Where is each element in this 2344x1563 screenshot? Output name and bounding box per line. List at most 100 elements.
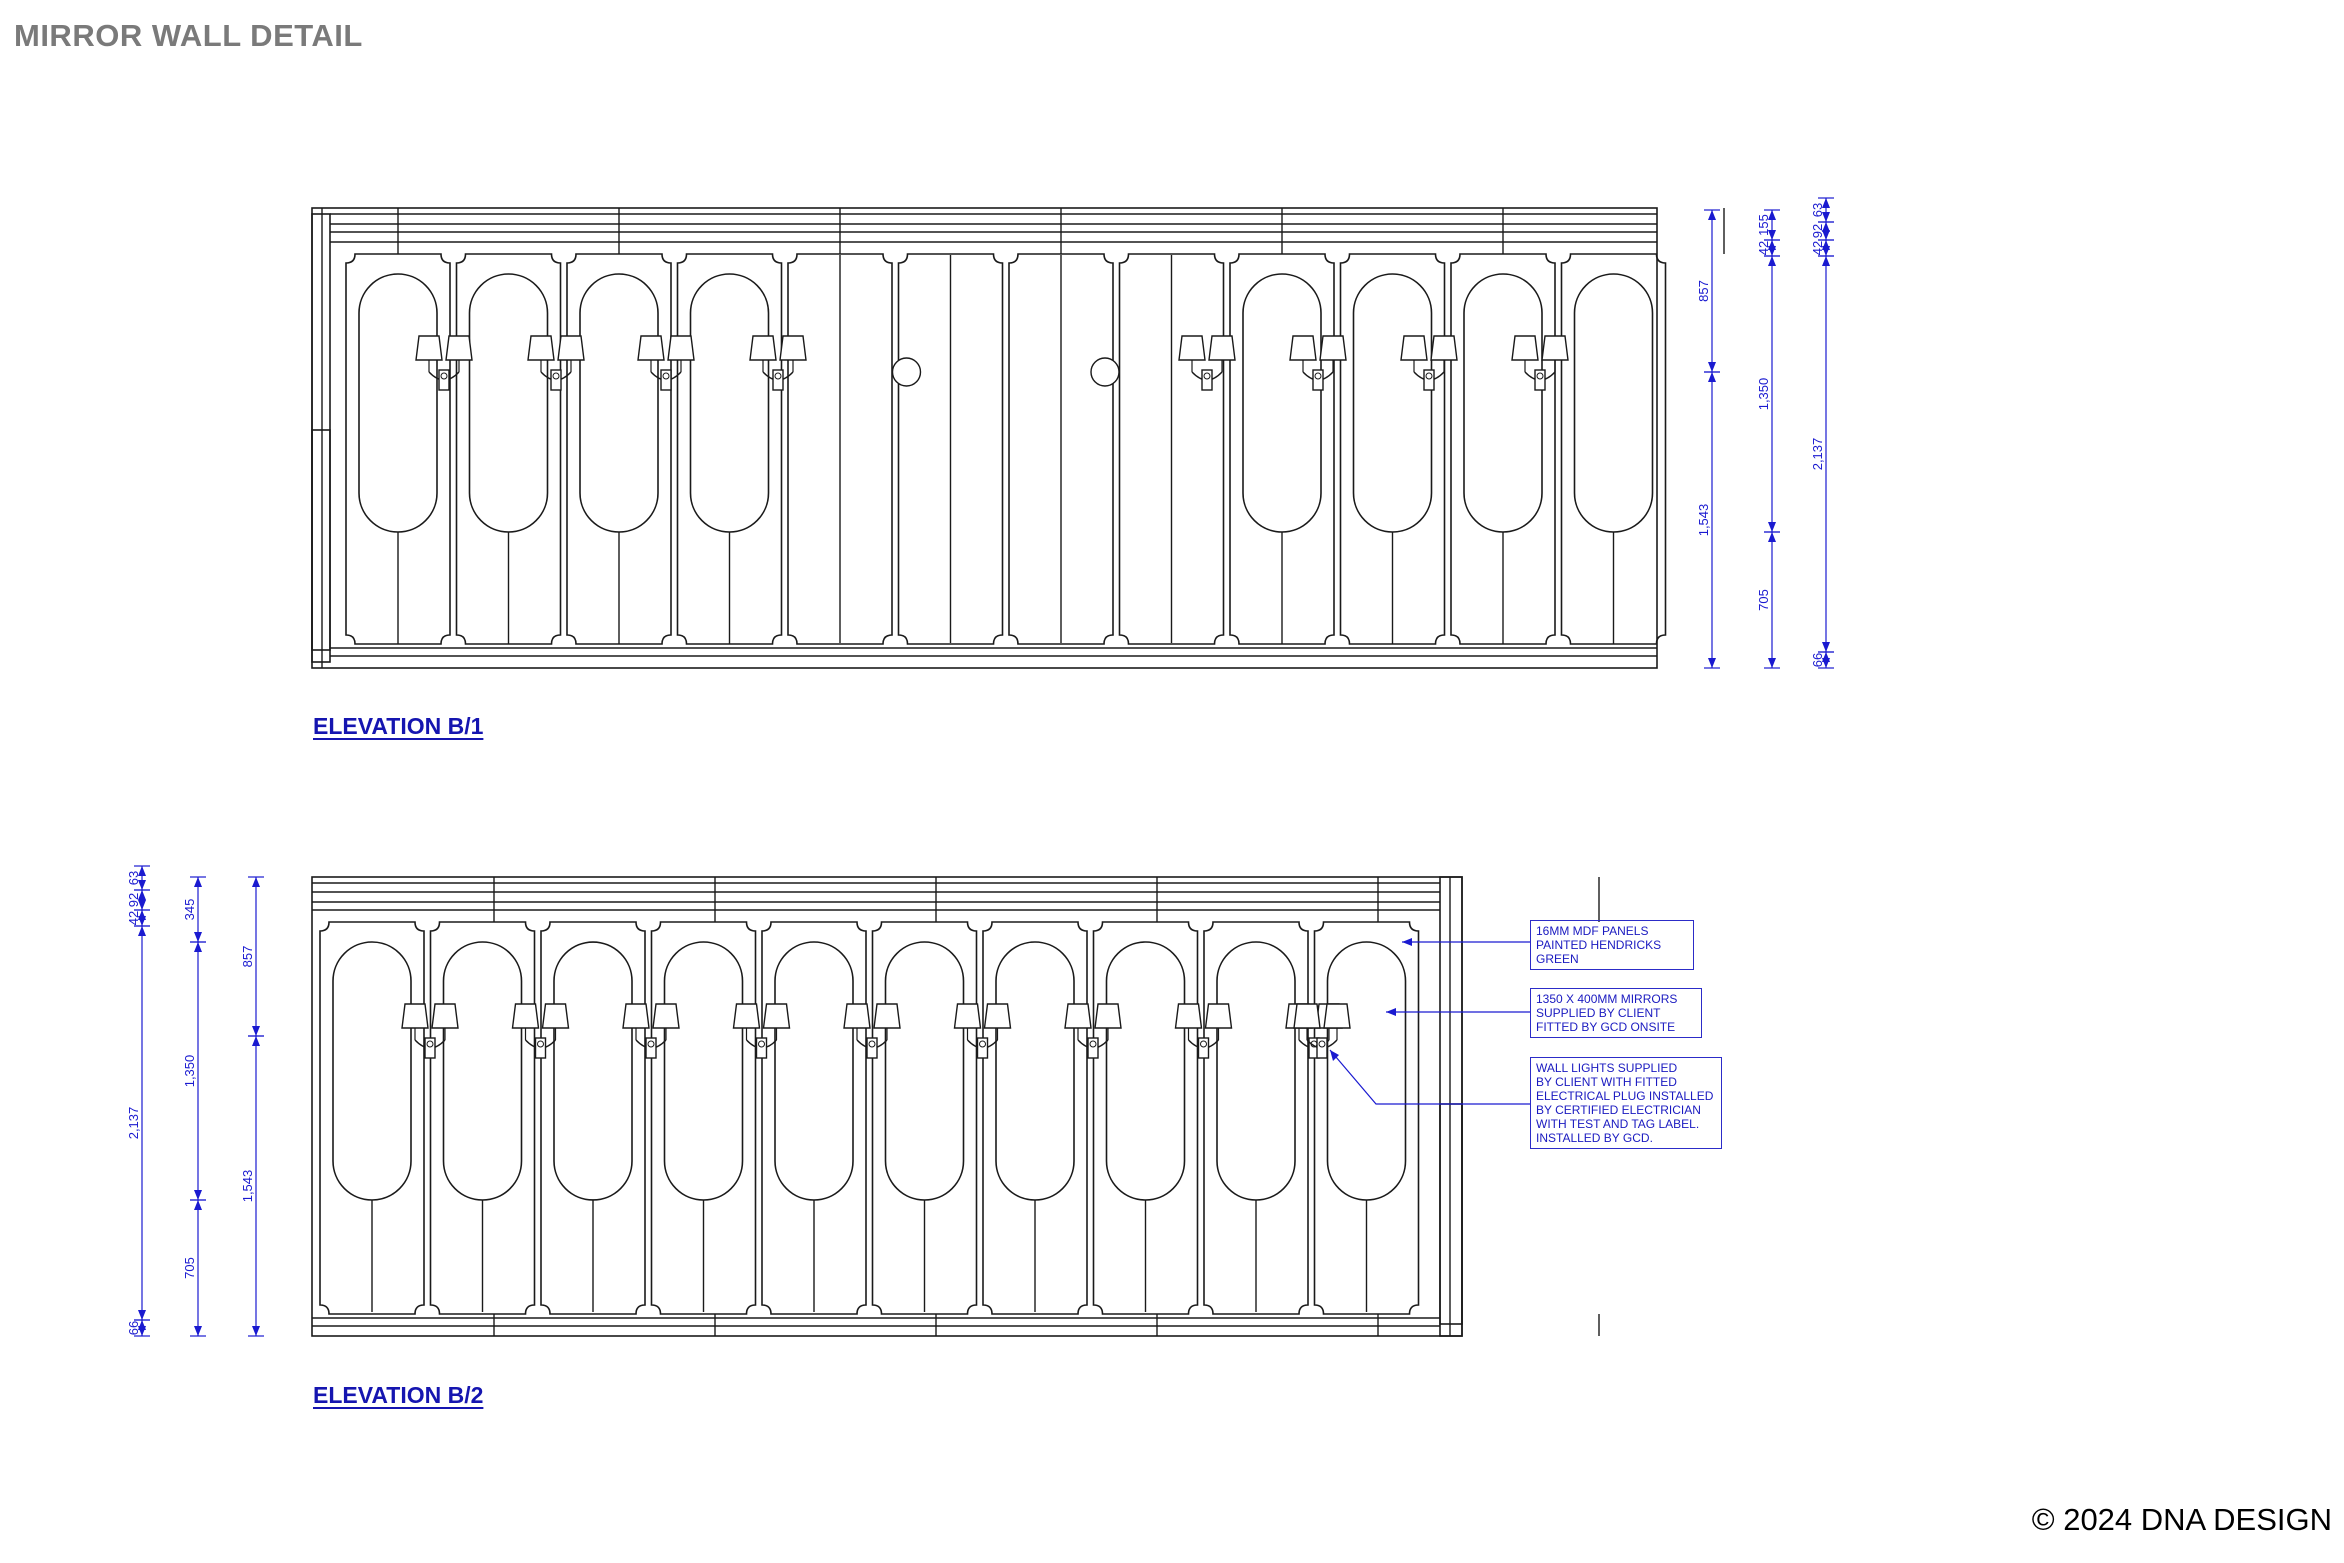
wall-panel	[897, 253, 1004, 645]
sconce-shade	[1319, 335, 1347, 361]
round-detail	[891, 357, 922, 387]
sconce-shade	[1289, 335, 1317, 361]
arched-mirror	[1216, 941, 1296, 1201]
sconce-knob	[662, 372, 670, 380]
sconce-knob	[1318, 1040, 1326, 1048]
sconce-shade	[1178, 335, 1206, 361]
wall-light-icon	[1064, 1003, 1122, 1059]
copyright: © 2024 DNA DESIGN	[2031, 1502, 2332, 1537]
sconce-backplate	[660, 369, 672, 391]
dim-label: 66	[126, 1321, 141, 1335]
sconce-shade	[1323, 1003, 1351, 1029]
wall-light-icon	[732, 1003, 791, 1059]
dimension-lines: 8571,543155421,3507056392422,13766639242…	[126, 197, 1834, 1337]
dim-label: 1,543	[240, 1170, 255, 1203]
arched-mirror	[358, 273, 438, 533]
wall-light-icon	[1293, 1003, 1351, 1059]
elevation-b2-title: ELEVATION B/2	[313, 1382, 484, 1408]
leader-mdf-panels-arrow	[1402, 938, 1412, 946]
wall-panel	[676, 253, 783, 645]
dim-label: 705	[182, 1257, 197, 1279]
sconce-shade	[637, 335, 665, 361]
sconce-backplate	[1423, 369, 1435, 391]
leader-wall-lights	[1329, 1049, 1530, 1105]
dim-arrow	[1768, 532, 1776, 542]
dim-arrow	[1768, 256, 1776, 266]
wall-end-detail	[311, 429, 331, 651]
sconce-shade	[622, 1003, 650, 1029]
sconce-knob	[868, 1040, 876, 1048]
sconce-shade	[1094, 1003, 1122, 1029]
sconce-knob	[1314, 372, 1322, 380]
wall-light-icon	[415, 335, 473, 391]
wall-panel	[1313, 921, 1420, 1315]
sconce-backplate	[755, 1037, 768, 1059]
arched-mirror	[1352, 273, 1433, 533]
arched-mirror	[442, 941, 523, 1201]
note-leader-lines	[1329, 938, 1530, 1105]
sconce-shade	[1430, 335, 1458, 361]
dim-arrow	[1822, 198, 1830, 208]
sconce-shade	[667, 335, 695, 361]
sconce-backplate	[1201, 369, 1213, 391]
wall-panel	[566, 253, 672, 645]
sconce-shade	[1174, 1003, 1203, 1029]
arched-mirror	[579, 273, 659, 533]
arched-mirror	[995, 941, 1075, 1201]
sconce-shade	[511, 1003, 540, 1029]
wall-outline-b1	[311, 207, 1658, 669]
sconce-backplate	[772, 369, 784, 391]
arched-mirror	[1326, 941, 1407, 1201]
sconce-knob	[1425, 372, 1433, 380]
arched-mirror	[332, 941, 412, 1201]
wall-light-icon	[1174, 1003, 1233, 1059]
dim-arrow	[194, 932, 202, 942]
dim-label: 345	[182, 899, 197, 921]
wall-panel	[1229, 253, 1335, 645]
dim-label: 2,137	[1810, 438, 1825, 471]
dim-label: 857	[1696, 280, 1711, 302]
sconce-shade	[1541, 335, 1569, 361]
dim-arrow	[138, 880, 146, 890]
arched-mirror	[1242, 273, 1322, 533]
sconce-knob	[1203, 372, 1211, 380]
sconce-shade	[445, 335, 473, 361]
leader-wall-lights-arrow	[1330, 1050, 1339, 1061]
wall-panel	[1450, 253, 1556, 645]
wall-light-icon	[843, 1003, 901, 1059]
dim-label: 42	[1756, 241, 1771, 255]
sconce-shade	[401, 1003, 429, 1029]
sconce-knob	[552, 372, 560, 380]
dim-arrow	[1768, 658, 1776, 668]
dim-arrow	[1708, 658, 1716, 668]
wall-panel	[540, 921, 646, 1315]
arched-mirror	[468, 273, 549, 533]
sconce-knob	[647, 1040, 655, 1048]
note-wall-lights: WALL LIGHTS SUPPLIED BY CLIENT WITH FITT…	[1530, 1057, 1722, 1149]
dim-label: 92	[1810, 224, 1825, 238]
sconce-shade	[431, 1003, 459, 1029]
sconce-backplate	[866, 1037, 878, 1059]
page-title: MIRROR WALL DETAIL	[14, 18, 363, 53]
wall-panel	[1339, 253, 1446, 645]
sconce-shade	[541, 1003, 570, 1029]
dim-label: 92	[126, 893, 141, 907]
sconce-shade	[953, 1003, 982, 1029]
dim-arrow	[138, 900, 146, 910]
dim-label: 155	[1756, 214, 1771, 236]
dim-arrow	[138, 1310, 146, 1320]
dim-arrow	[194, 1190, 202, 1200]
arched-mirror	[1105, 941, 1186, 1201]
wall-panel	[787, 253, 893, 645]
wall-light-icon	[527, 335, 585, 391]
sconce-knob	[1536, 372, 1544, 380]
dim-label: 1,350	[1756, 378, 1771, 411]
dim-label: 705	[1756, 589, 1771, 611]
wall-panel	[871, 921, 978, 1315]
dim-arrow	[1822, 222, 1830, 232]
dim-arrow	[194, 1200, 202, 1210]
dim-arrow	[138, 926, 146, 936]
elevation-b1-title: ELEVATION B/1	[313, 713, 484, 739]
wall-panel	[650, 921, 757, 1315]
wall-light-icon	[1511, 335, 1569, 391]
